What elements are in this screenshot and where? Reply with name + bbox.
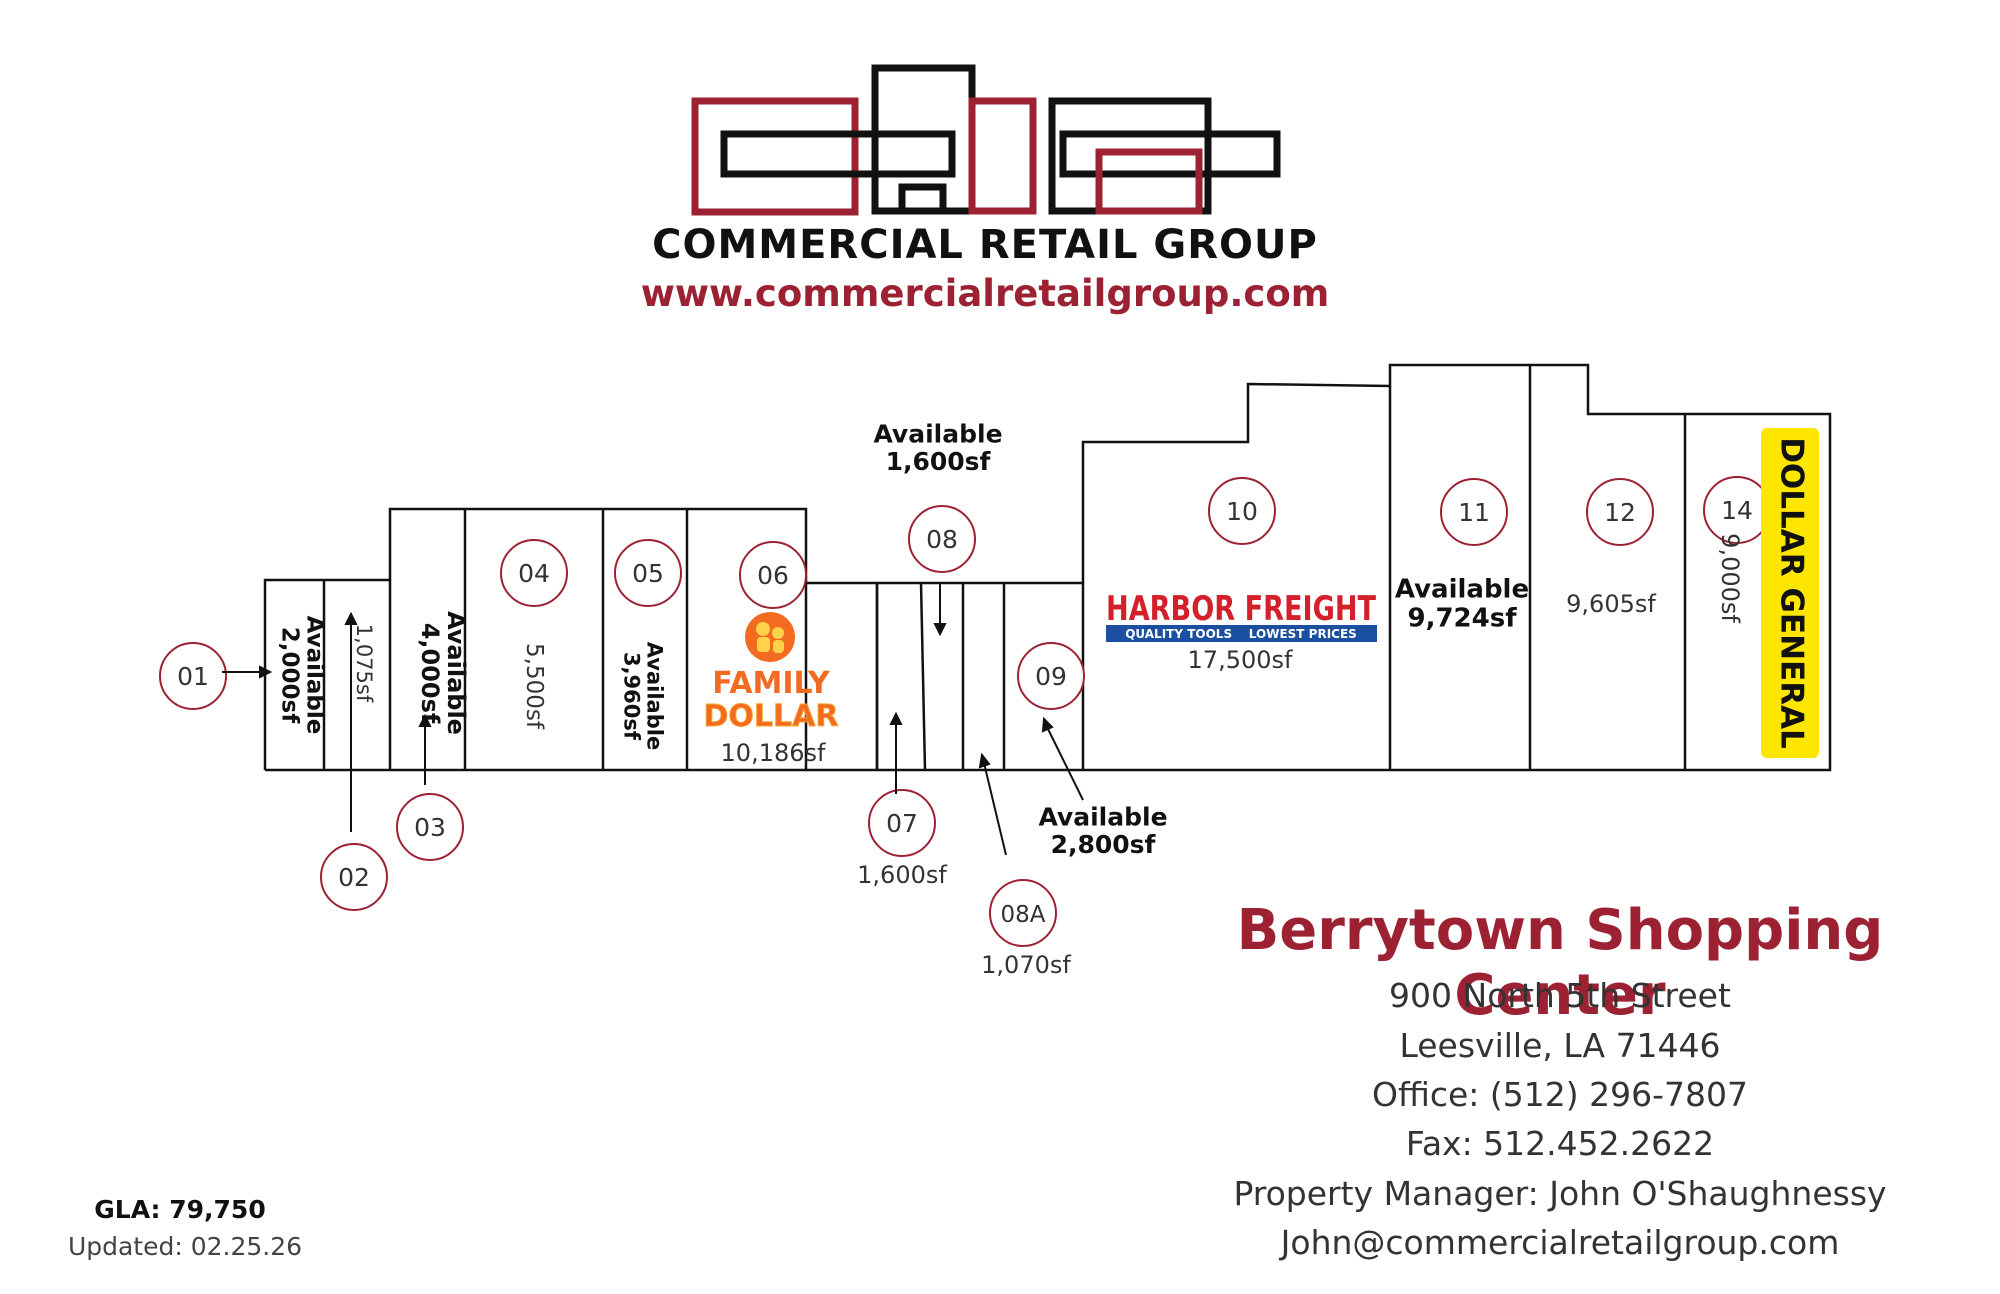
unit-number-01: 01 <box>177 662 209 691</box>
brand-url-link[interactable]: www.commercialretailgroup.com <box>640 272 1330 315</box>
unit-number-05: 05 <box>632 559 664 588</box>
unit-marker-14: 14 <box>1703 476 1771 544</box>
property-manager: Property Manager: John O'Shaughnessy <box>1233 1174 1887 1213</box>
unit-marker-01: 01 <box>159 642 227 710</box>
svg-text:DOLLAR: DOLLAR <box>704 699 839 734</box>
svg-text:DOLLAR GENERAL: DOLLAR GENERAL <box>1774 437 1810 749</box>
unit-marker-10: 10 <box>1208 477 1276 545</box>
unit-number-12: 12 <box>1604 498 1636 527</box>
svg-text:9,000sf: 9,000sf <box>1716 533 1744 623</box>
crg-logo <box>691 64 1281 216</box>
family-dollar-logo: FAMILY DOLLAR <box>703 612 839 735</box>
unit-03-label: Available4,000sf <box>416 611 470 735</box>
unit-08a-label: 1,070sf <box>981 951 1071 979</box>
unit-06-label: 10,186sf <box>721 739 826 767</box>
leader-arrows <box>222 583 1084 856</box>
unit-number-03: 03 <box>414 813 446 842</box>
svg-text:Available3,960sf: Available3,960sf <box>619 642 666 750</box>
unit-05-label: Available3,960sf <box>619 642 666 750</box>
unit-number-08a: 08A <box>1000 902 1045 928</box>
unit-number-14: 14 <box>1721 496 1753 525</box>
unit-02-label: 1,075sf <box>352 624 376 703</box>
email-link[interactable]: John@commercialretailgroup.com <box>1280 1223 1840 1262</box>
unit-marker-03: 03 <box>396 793 464 861</box>
svg-text:FAMILY: FAMILY <box>712 666 831 701</box>
unit-number-06: 06 <box>757 561 789 590</box>
address-line-1: 900 North 5th Street <box>1389 976 1731 1015</box>
unit-marker-08: 08 <box>908 505 976 573</box>
unit-number-markers: 01 02 03 04 05 06 07 08 08A 09 10 11 12 14 <box>159 476 1771 947</box>
svg-text:5,500sf: 5,500sf <box>521 643 547 730</box>
unit-number-11: 11 <box>1458 498 1490 527</box>
dollar-general-logo: DOLLAR GENERAL <box>1761 428 1819 758</box>
harbor-freight-logo: HARBOR FREIGHT QUALITY TOOLS LOWEST PRIC… <box>1106 589 1377 642</box>
fax-number: Fax: 512.452.2622 <box>1405 1124 1715 1163</box>
svg-text:Available2,000sf: Available2,000sf <box>276 616 327 735</box>
unit-04-label: 5,500sf <box>521 643 547 730</box>
address-line-2: Leesville, LA 71446 <box>1399 1026 1721 1065</box>
shopping-center-title: Berrytown Shopping Center <box>1236 898 1884 1028</box>
unit-number-04: 04 <box>518 559 550 588</box>
unit-number-10: 10 <box>1226 497 1258 526</box>
unit-marker-11: 11 <box>1440 478 1508 546</box>
unit-number-07: 07 <box>886 809 918 838</box>
unit-marker-08a: 08A <box>989 879 1057 947</box>
unit-12-label: 9,605sf <box>1566 590 1656 618</box>
unit-marker-06: 06 <box>739 541 807 609</box>
unit-dividers <box>322 365 1687 771</box>
unit-number-02: 02 <box>338 863 370 892</box>
unit-marker-07: 07 <box>868 789 936 857</box>
brand-name: COMMERCIAL RETAIL GROUP <box>652 222 1318 268</box>
office-phone: Office: (512) 296-7807 <box>1371 1075 1749 1114</box>
unit-marker-12: 12 <box>1586 478 1654 546</box>
updated-date: Updated: 02.25.26 <box>67 1232 303 1261</box>
svg-text:Available4,000sf: Available4,000sf <box>416 611 470 735</box>
unit-01-label: Available2,000sf <box>276 616 327 735</box>
unit-number-08: 08 <box>926 525 958 554</box>
svg-text:1,075sf: 1,075sf <box>352 624 376 703</box>
unit-10-label: 17,500sf <box>1188 646 1293 674</box>
unit-number-09: 09 <box>1035 662 1067 691</box>
unit-14-label: 9,000sf <box>1716 533 1744 623</box>
unit-marker-02: 02 <box>320 843 388 911</box>
svg-text:QUALITY TOOLS LOWEST PRICES: QUALITY TOOLS LOWEST PRICES <box>1125 627 1357 641</box>
gla-total: GLA: 79,750 <box>94 1195 266 1224</box>
svg-text:HARBOR FREIGHT: HARBOR FREIGHT <box>1106 589 1377 629</box>
unit-marker-05: 05 <box>614 539 682 607</box>
unit-marker-04: 04 <box>500 539 568 607</box>
unit-07-label: 1,600sf <box>857 861 947 889</box>
unit-marker-09: 09 <box>1017 642 1085 710</box>
